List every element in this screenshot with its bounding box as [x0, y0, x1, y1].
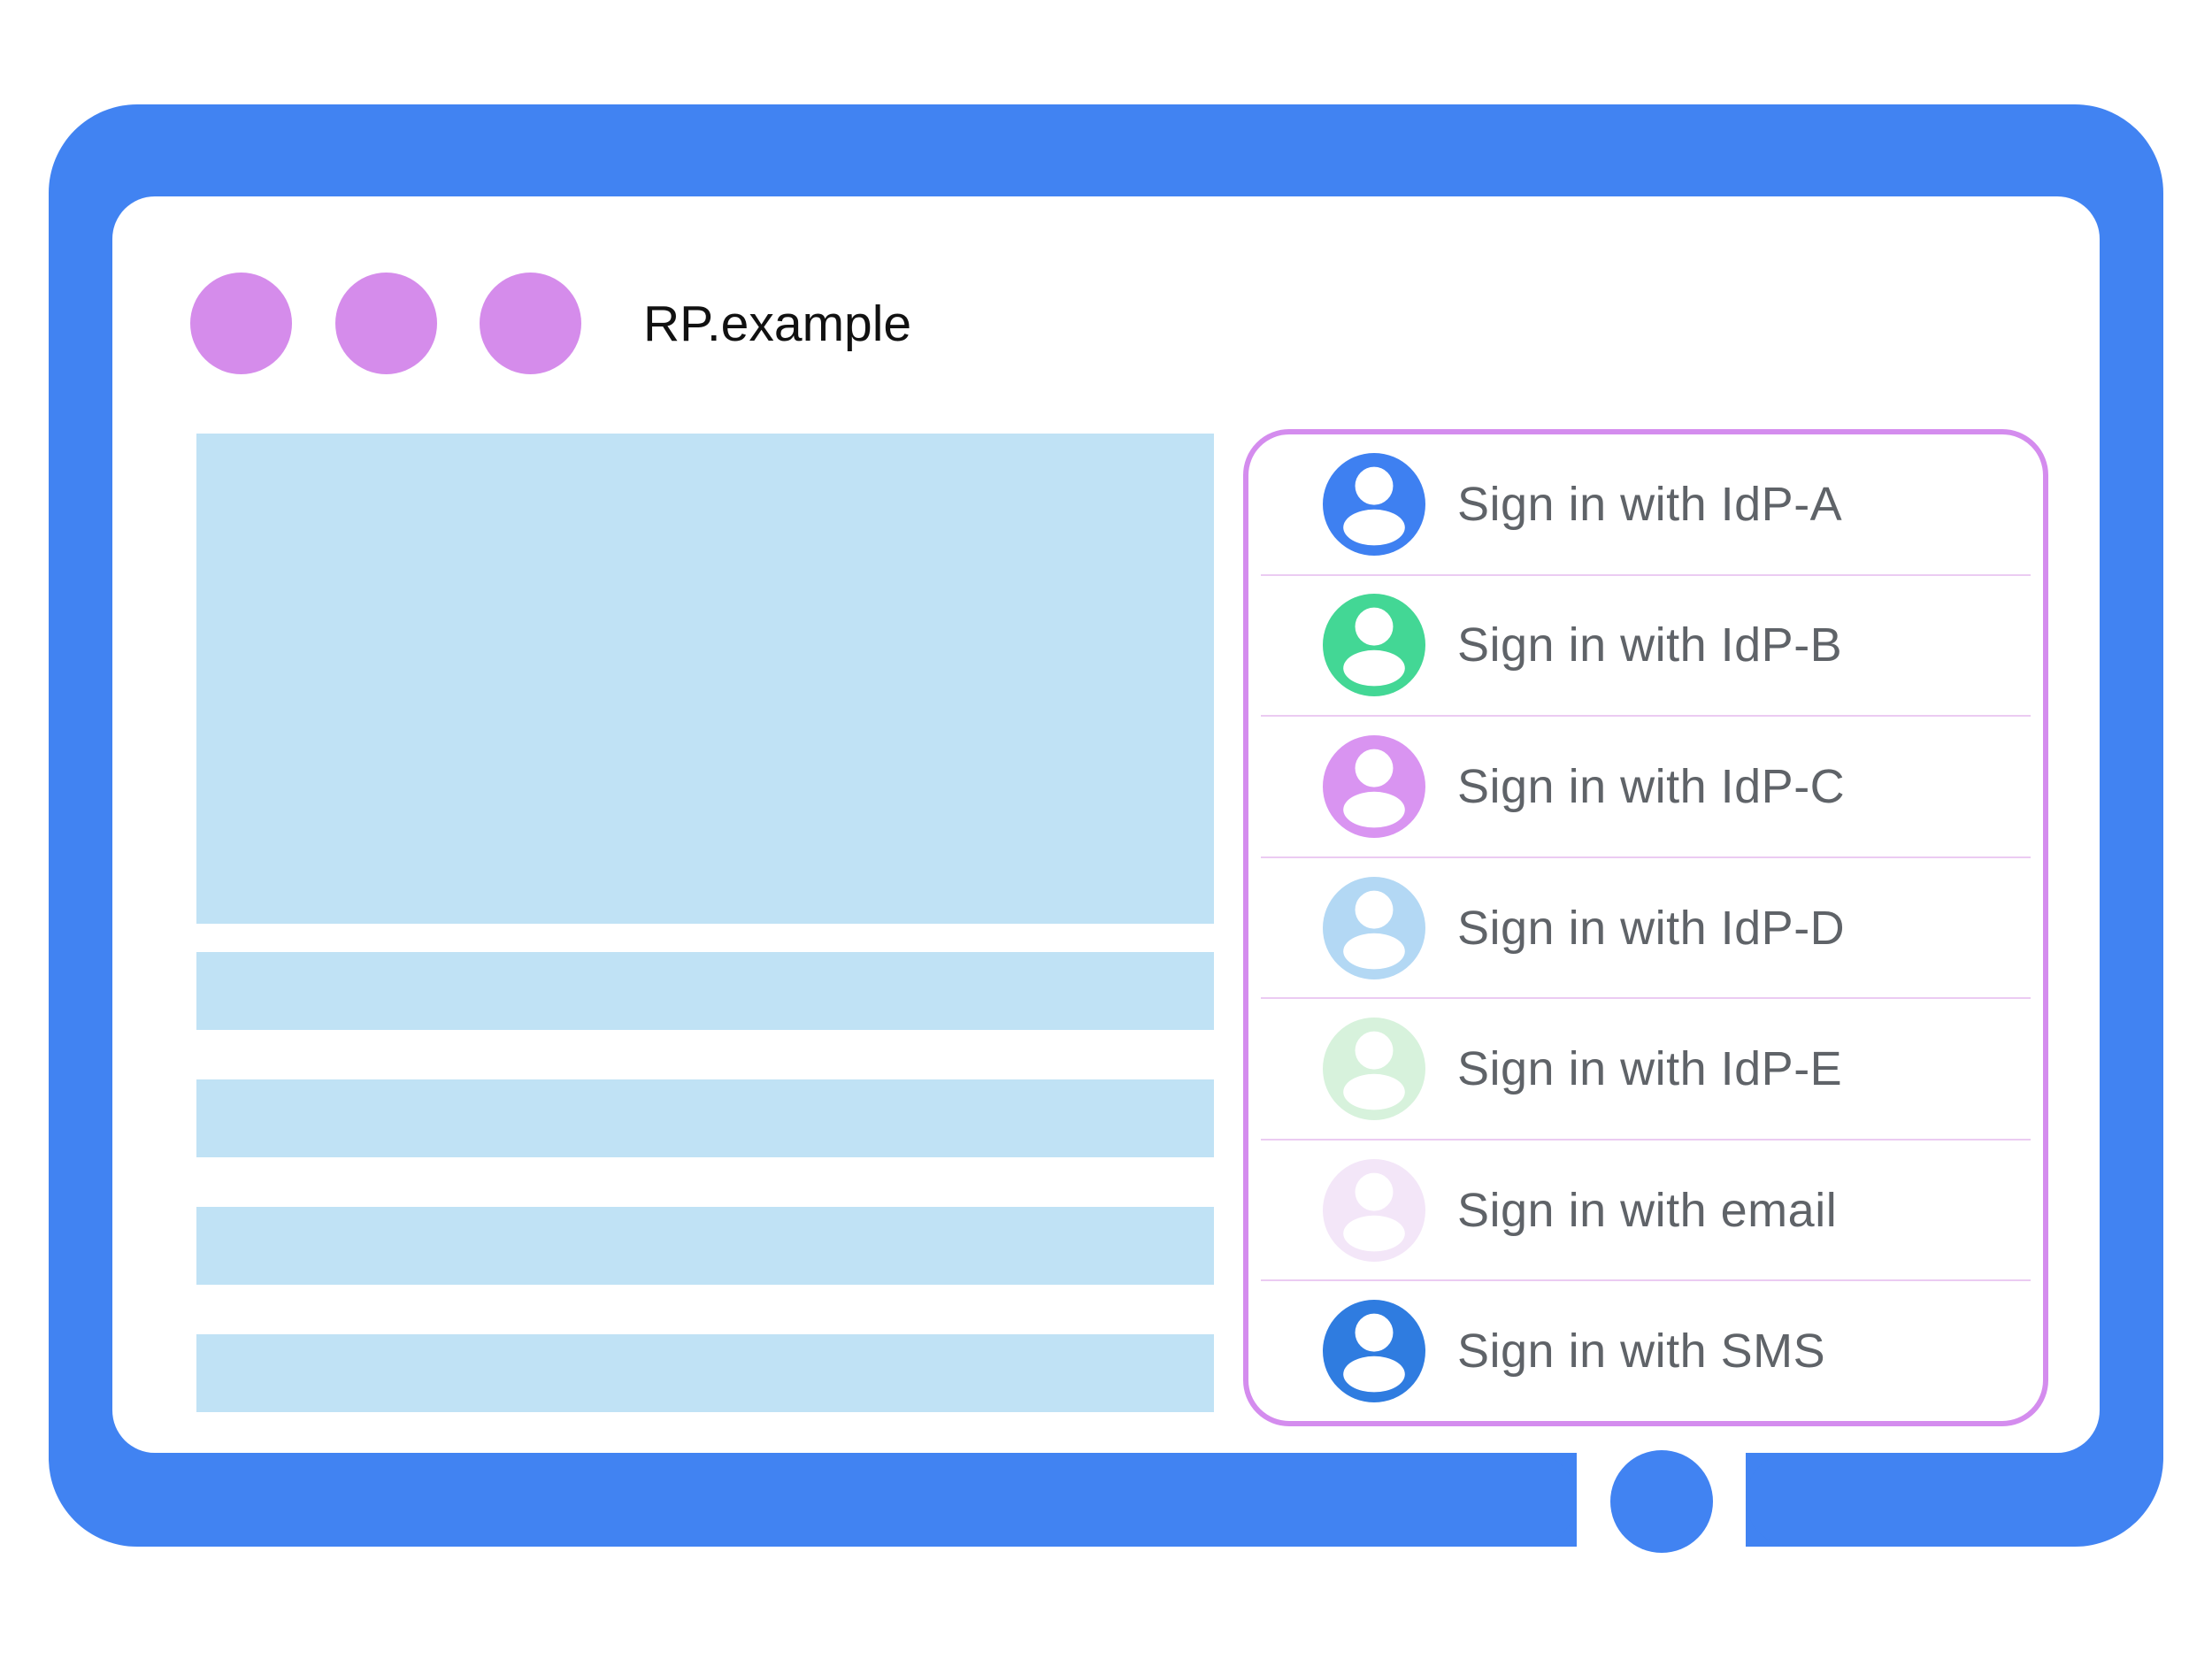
frame-notch-left-cap [1495, 1453, 1577, 1547]
user-avatar-icon [1323, 876, 1425, 979]
content-placeholder-bar [196, 1334, 1214, 1412]
sign-in-option-label: Sign in with email [1457, 1183, 1838, 1237]
panel-divider [1261, 715, 2031, 718]
sign-in-option-label: Sign in with IdP-D [1457, 901, 1846, 955]
window-control-dot-icon[interactable] [190, 273, 292, 374]
user-avatar-icon [1323, 734, 1425, 838]
user-avatar-icon [1323, 1018, 1425, 1121]
sign-in-option[interactable]: Sign in with email [1248, 1141, 2043, 1280]
panel-divider [1261, 1279, 2031, 1282]
panel-divider [1261, 1138, 2031, 1141]
panel-divider [1261, 573, 2031, 576]
content-placeholder-bar [196, 952, 1214, 1030]
window-control-dot-icon[interactable] [335, 273, 437, 374]
content-placeholder-bar [196, 1079, 1214, 1157]
user-avatar-icon [1323, 452, 1425, 556]
sign-in-option-label: Sign in with IdP-E [1457, 1042, 1843, 1096]
window-control-dot-icon[interactable] [480, 273, 581, 374]
sign-in-option[interactable]: Sign in with IdP-A [1248, 434, 2043, 574]
user-avatar-icon [1323, 1158, 1425, 1262]
notch-dot-icon [1610, 1450, 1713, 1553]
page-title: RP.example [643, 296, 912, 352]
panel-divider [1261, 997, 2031, 1000]
sign-in-option-label: Sign in with IdP-A [1457, 477, 1843, 531]
content-placeholder-bar [196, 1207, 1214, 1285]
content-placeholder-hero [196, 434, 1214, 924]
sign-in-option-label: Sign in with SMS [1457, 1325, 1826, 1379]
sign-in-option-label: Sign in with IdP-C [1457, 759, 1846, 813]
user-avatar-icon [1323, 594, 1425, 697]
panel-divider [1261, 856, 2031, 858]
sign-in-option[interactable]: Sign in with IdP-E [1248, 999, 2043, 1139]
user-avatar-icon [1323, 1300, 1425, 1403]
sign-in-option[interactable]: Sign in with SMS [1248, 1281, 2043, 1421]
sign-in-option[interactable]: Sign in with IdP-C [1248, 717, 2043, 856]
sign-in-panel: Sign in with IdP-A Sign in with IdP-B Si… [1243, 429, 2048, 1426]
frame-notch-right-cap [1746, 1453, 1827, 1547]
sign-in-option[interactable]: Sign in with IdP-B [1248, 576, 2043, 716]
sign-in-option[interactable]: Sign in with IdP-D [1248, 858, 2043, 998]
sign-in-option-label: Sign in with IdP-B [1457, 618, 1843, 672]
